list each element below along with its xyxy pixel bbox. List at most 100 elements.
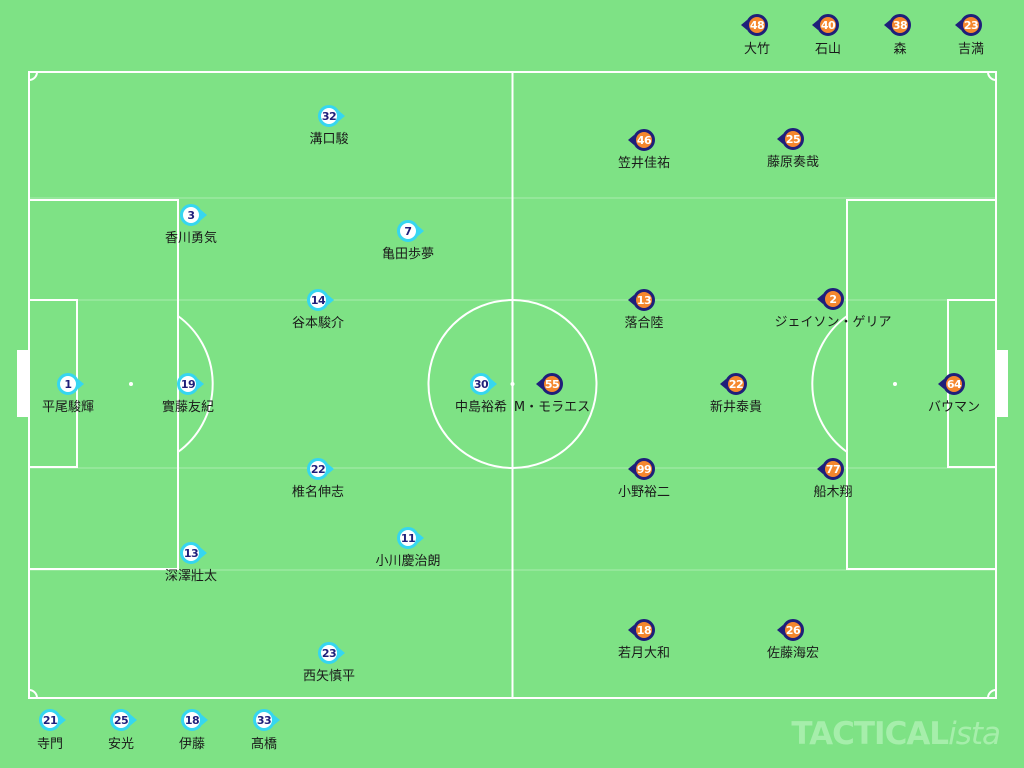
player-name: 深澤壯太 — [164, 569, 217, 584]
home-player-marker: 25 安光 — [41, 709, 201, 759]
jersey-number-badge: 18 — [181, 709, 203, 731]
direction-pointer-icon — [777, 134, 783, 144]
away-player-marker: 18 若月大和 — [564, 619, 724, 669]
direction-pointer-icon — [628, 295, 634, 305]
direction-pointer-icon — [536, 379, 542, 389]
centre-circle — [427, 299, 598, 469]
direction-pointer-icon — [339, 111, 345, 121]
direction-pointer-icon — [201, 548, 207, 558]
direction-pointer-icon — [817, 464, 823, 474]
jersey-number-badge: 77 — [822, 458, 844, 480]
jersey-number-badge: 25 — [110, 709, 132, 731]
jersey-number-badge: 99 — [633, 458, 655, 480]
player-name: 谷本駿介 — [291, 316, 344, 331]
jersey-number-badge: 48 — [746, 14, 768, 36]
jersey-number-badge: 46 — [633, 129, 655, 151]
left-penalty-spot — [129, 382, 133, 386]
direction-pointer-icon — [274, 715, 280, 725]
direction-pointer-icon — [418, 533, 424, 543]
player-name: 溝口駿 — [309, 132, 349, 147]
direction-pointer-icon — [131, 715, 137, 725]
direction-pointer-icon — [628, 135, 634, 145]
home-player-marker: 11 小川慶治朗 — [328, 527, 488, 577]
player-name: 若月大和 — [617, 646, 670, 661]
jersey-number-badge: 19 — [177, 373, 199, 395]
right-goal — [997, 350, 1008, 417]
player-name: M・モラエス — [513, 400, 591, 415]
player-name: 石山 — [814, 42, 841, 57]
jersey-number-badge: 32 — [318, 105, 340, 127]
player-name: 落合陸 — [624, 316, 664, 331]
direction-pointer-icon — [339, 648, 345, 658]
direction-pointer-icon — [491, 379, 497, 389]
left-penalty-arc — [177, 315, 214, 453]
jersey-number-badge: 14 — [307, 289, 329, 311]
player-name: 藤原奏哉 — [766, 155, 819, 170]
player-name: 寺門 — [36, 737, 63, 752]
watermark: TACTICALista — [791, 716, 1001, 752]
player-name: ジェイソン・ゲリア — [774, 315, 892, 330]
home-player-marker: 1 平尾駿輝 — [0, 373, 148, 423]
player-name: 平尾駿輝 — [41, 400, 94, 415]
jersey-number-badge: 23 — [960, 14, 982, 36]
away-player-marker: 2 ジェイソン・ゲリア — [753, 288, 913, 338]
player-name: 安光 — [107, 737, 134, 752]
direction-pointer-icon — [817, 294, 823, 304]
home-player-marker: 22 椎名伸志 — [238, 458, 398, 508]
jersey-number-badge: 3 — [180, 204, 202, 226]
player-name: 椎名伸志 — [291, 485, 344, 500]
player-name: 髙橋 — [250, 737, 277, 752]
player-name: 小川慶治朗 — [375, 554, 441, 569]
corner-arc-top-right — [987, 71, 997, 81]
home-player-marker: 32 溝口駿 — [249, 105, 409, 155]
jersey-number-badge: 64 — [943, 373, 965, 395]
away-player-marker: 22 新井泰貴 — [656, 373, 816, 423]
direction-pointer-icon — [201, 210, 207, 220]
home-player-marker: 18 伊藤 — [112, 709, 272, 759]
player-name: 西矢慎平 — [302, 669, 355, 684]
home-player-marker: 14 谷本駿介 — [238, 289, 398, 339]
direction-pointer-icon — [812, 20, 818, 30]
away-player-marker: 77 船木翔 — [753, 458, 913, 508]
jersey-number-badge: 13 — [633, 289, 655, 311]
direction-pointer-icon — [328, 295, 334, 305]
player-name: 船木翔 — [813, 485, 853, 500]
corner-arc-bottom-left — [28, 689, 38, 699]
jersey-number-badge: 23 — [318, 642, 340, 664]
direction-pointer-icon — [78, 379, 84, 389]
direction-pointer-icon — [60, 715, 66, 725]
home-player-marker: 23 西矢慎平 — [249, 642, 409, 692]
direction-pointer-icon — [202, 715, 208, 725]
jersey-number-badge: 18 — [633, 619, 655, 641]
jersey-number-badge: 26 — [782, 619, 804, 641]
jersey-number-badge: 25 — [782, 128, 804, 150]
right-penalty-arc — [811, 315, 848, 453]
direction-pointer-icon — [777, 625, 783, 635]
jersey-number-badge: 33 — [253, 709, 275, 731]
player-name: 新井泰貴 — [709, 400, 762, 415]
direction-pointer-icon — [328, 464, 334, 474]
jersey-number-badge: 2 — [822, 288, 844, 310]
left-goal — [17, 350, 28, 417]
jersey-number-badge: 1 — [57, 373, 79, 395]
player-name: 笠井佳祐 — [617, 156, 670, 171]
jersey-number-badge: 22 — [307, 458, 329, 480]
direction-pointer-icon — [884, 20, 890, 30]
jersey-number-badge: 22 — [725, 373, 747, 395]
centre-spot — [510, 382, 515, 386]
jersey-number-badge: 38 — [889, 14, 911, 36]
jersey-number-badge: 11 — [397, 527, 419, 549]
home-player-marker: 33 髙橋 — [184, 709, 344, 759]
player-name: 伊藤 — [178, 737, 205, 752]
